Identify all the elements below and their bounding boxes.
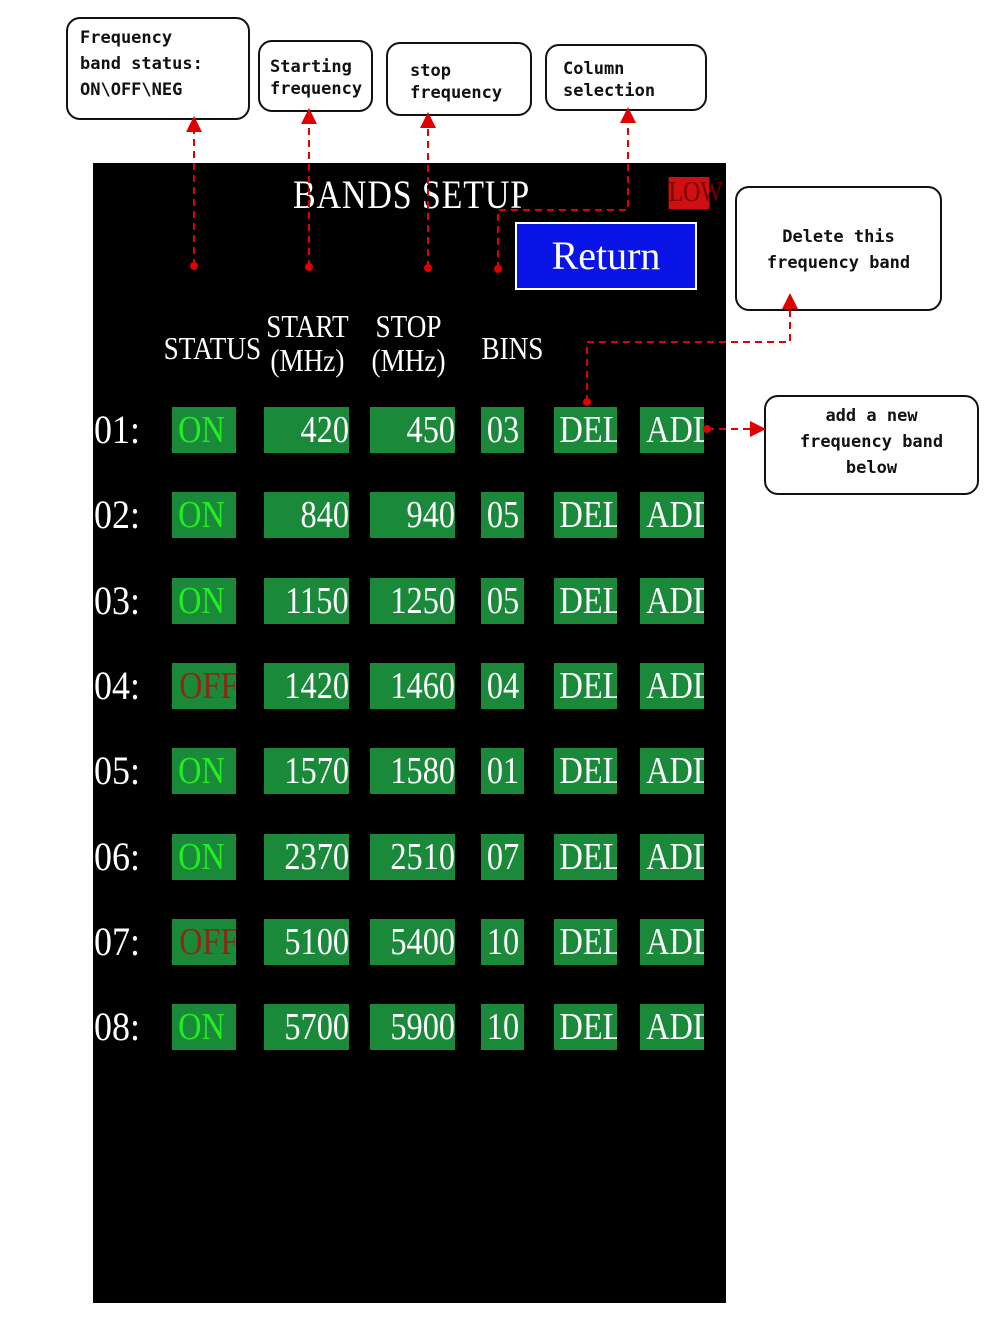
- band-row: 01: ON 420 450 03 DEL ADD: [93, 407, 726, 453]
- page-title: BANDS SETUP: [293, 172, 531, 217]
- status-toggle[interactable]: OFF: [172, 662, 236, 709]
- status-toggle[interactable]: OFF: [172, 918, 236, 965]
- callout-line: Column: [563, 59, 625, 79]
- header-stop-unit: (MHz): [371, 342, 446, 378]
- delete-band-button[interactable]: DEL: [554, 1004, 617, 1051]
- stop-frequency-field[interactable]: 940: [370, 492, 455, 539]
- header-status[interactable]: STATUS: [163, 330, 262, 366]
- delete-band-button[interactable]: DEL: [554, 918, 617, 965]
- band-row: 03: ON 1150 1250 05 DEL ADD: [93, 577, 726, 624]
- delete-band-button[interactable]: DEL: [554, 407, 617, 453]
- bins-field[interactable]: 01: [481, 748, 524, 795]
- row-number: 07:: [94, 918, 141, 964]
- header-start-label: START: [266, 308, 349, 344]
- band-row: 06: ON 2370 2510 07 DEL ADD: [93, 833, 726, 880]
- callout-stop: stop frequency: [386, 42, 532, 116]
- delete-band-button[interactable]: DEL: [554, 577, 617, 624]
- bins-field[interactable]: 07: [481, 833, 524, 880]
- callout-line: frequency band: [799, 432, 944, 452]
- stop-frequency-field[interactable]: 5400: [370, 918, 455, 965]
- start-frequency-field[interactable]: 1420: [264, 662, 349, 709]
- row-number: 04:: [94, 662, 141, 708]
- stop-frequency-field[interactable]: 2510: [370, 833, 455, 880]
- start-frequency-field[interactable]: 1150: [264, 577, 349, 624]
- callout-line: Starting: [270, 57, 352, 77]
- bins-field[interactable]: 10: [481, 1004, 524, 1051]
- callout-line: frequency band: [766, 253, 911, 273]
- callout-line: below: [845, 458, 898, 478]
- status-toggle[interactable]: ON: [172, 577, 236, 624]
- delete-band-button[interactable]: DEL: [554, 662, 617, 709]
- bins-field[interactable]: 10: [481, 918, 524, 965]
- add-band-button[interactable]: ADD: [640, 1004, 704, 1051]
- callout-start: Starting frequency: [258, 40, 373, 112]
- callout-line: stop: [410, 61, 451, 81]
- bins-field[interactable]: 05: [481, 577, 524, 624]
- header-stop-label: STOP: [375, 308, 442, 344]
- row-number: 02:: [94, 492, 141, 538]
- callout-line: frequency: [410, 83, 503, 103]
- row-number: 03:: [94, 577, 141, 623]
- delete-band-button[interactable]: DEL: [554, 492, 617, 539]
- stop-frequency-field[interactable]: 1580: [370, 748, 455, 795]
- row-number: 01:: [94, 407, 141, 452]
- status-toggle[interactable]: ON: [172, 748, 236, 795]
- stop-frequency-field[interactable]: 1250: [370, 577, 455, 624]
- start-frequency-field[interactable]: 5100: [264, 918, 349, 965]
- row-number: 05:: [94, 748, 141, 794]
- stop-frequency-field[interactable]: 5900: [370, 1004, 455, 1051]
- delete-band-button[interactable]: DEL: [554, 748, 617, 795]
- band-row: 05: ON 1570 1580 01 DEL ADD: [93, 748, 726, 795]
- callout-line: add a new: [825, 406, 918, 426]
- row-number: 06:: [94, 833, 141, 879]
- callout-line: Frequency: [80, 28, 173, 48]
- start-frequency-field[interactable]: 420: [264, 407, 349, 453]
- start-frequency-field[interactable]: 2370: [264, 833, 349, 880]
- callout-line: ON\OFF\NEG: [80, 80, 183, 100]
- add-band-button[interactable]: ADD: [640, 662, 704, 709]
- stop-frequency-field[interactable]: 1460: [370, 662, 455, 709]
- callout-status: Frequency band status: ON\OFF\NEG: [66, 17, 250, 120]
- callout-line: selection: [563, 81, 656, 101]
- header-start-unit: (MHz): [270, 342, 345, 378]
- band-row: 07: OFF 5100 5400 10 DEL ADD: [93, 918, 726, 965]
- header-stop[interactable]: STOP (MHz): [372, 309, 446, 377]
- band-row: 04: OFF 1420 1460 04 DEL ADD: [93, 662, 726, 709]
- add-band-button[interactable]: ADD: [640, 577, 704, 624]
- header-start[interactable]: START (MHz): [266, 309, 348, 377]
- add-band-button[interactable]: ADD: [640, 918, 704, 965]
- callout-add: add a new frequency band below: [764, 395, 979, 495]
- delete-band-button[interactable]: DEL: [554, 833, 617, 880]
- add-band-button[interactable]: ADD: [640, 748, 704, 795]
- callout-line: band status:: [80, 54, 203, 74]
- add-band-button[interactable]: ADD: [640, 492, 704, 539]
- bins-field[interactable]: 03: [481, 407, 524, 453]
- battery-low-indicator: LOW: [668, 177, 723, 209]
- start-frequency-field[interactable]: 1570: [264, 748, 349, 795]
- callout-line: frequency: [270, 79, 363, 99]
- status-toggle[interactable]: ON: [172, 407, 236, 453]
- row-number: 08:: [94, 1004, 141, 1050]
- band-row: 08: ON 5700 5900 10 DEL ADD: [93, 1004, 726, 1051]
- status-toggle[interactable]: ON: [172, 1004, 236, 1051]
- callout-delete: Delete this frequency band: [735, 186, 942, 311]
- status-toggle[interactable]: ON: [172, 492, 236, 539]
- bins-field[interactable]: 04: [481, 662, 524, 709]
- header-bins[interactable]: BINS: [481, 330, 544, 366]
- bins-field[interactable]: 05: [481, 492, 524, 539]
- add-band-button[interactable]: ADD: [640, 407, 704, 453]
- band-row: 02: ON 840 940 05 DEL ADD: [93, 492, 726, 539]
- return-button[interactable]: Return: [515, 222, 697, 290]
- callout-column: Column selection: [545, 44, 707, 111]
- stop-frequency-field[interactable]: 450: [370, 407, 455, 453]
- add-band-button[interactable]: ADD: [640, 833, 704, 880]
- start-frequency-field[interactable]: 840: [264, 492, 349, 539]
- callout-line: Delete this: [782, 227, 895, 247]
- status-toggle[interactable]: ON: [172, 833, 236, 880]
- bands-setup-screen: BANDS SETUP LOW Return STATUS START (MHz…: [93, 163, 726, 1303]
- start-frequency-field[interactable]: 5700: [264, 1004, 349, 1051]
